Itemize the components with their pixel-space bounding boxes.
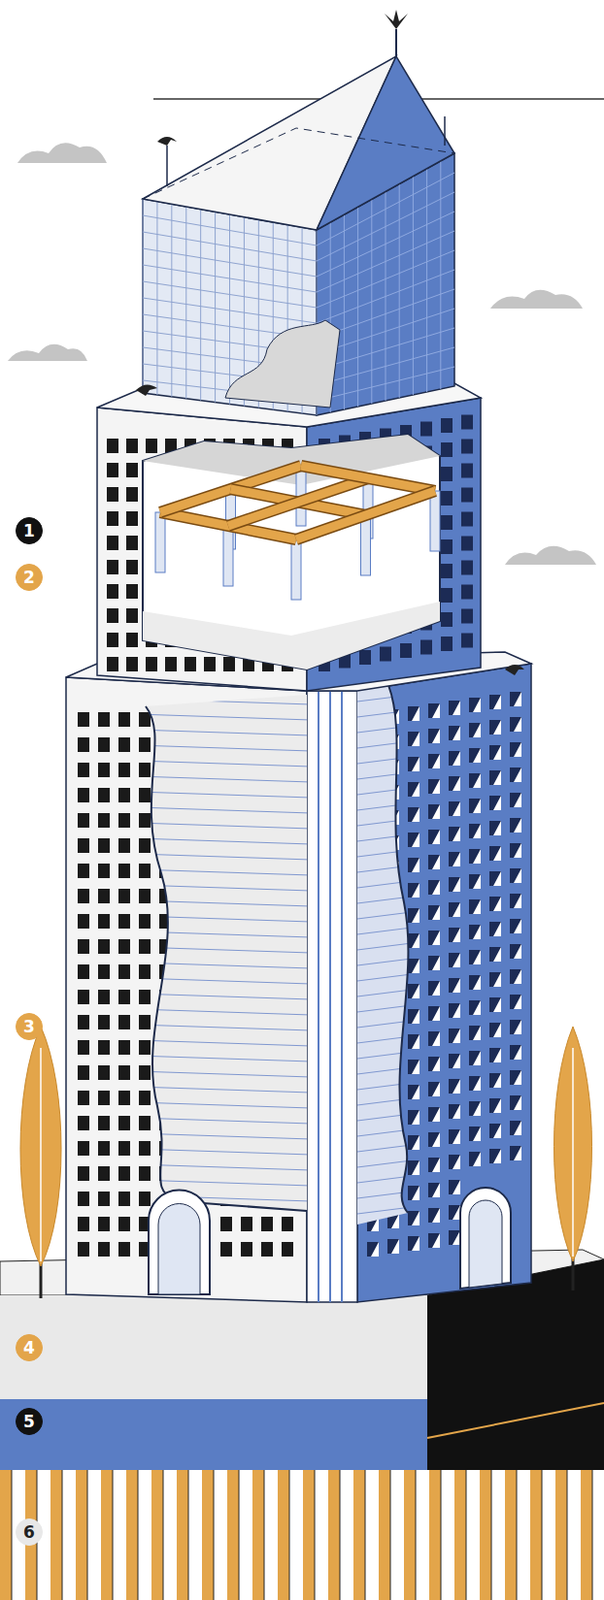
recess-lines: [318, 691, 342, 1304]
cutaway-floors: [349, 679, 428, 1234]
mast: [166, 145, 168, 187]
steel-frame: [155, 466, 440, 601]
entrance-arch: [460, 1188, 511, 1290]
hidden-edge: [142, 128, 455, 200]
birds: [135, 9, 525, 676]
callout-number: 2: [15, 564, 43, 592]
pyramid-roof: [316, 56, 455, 231]
base-band: [0, 1400, 428, 1472]
corner-recess: [306, 691, 358, 1304]
cutaway-floors: [135, 679, 311, 1224]
callout-number: 6: [15, 1519, 43, 1547]
foundation-piles: [0, 1471, 604, 1600]
cutaway-interior: [142, 435, 440, 671]
tree: [554, 1027, 593, 1292]
windows: [106, 415, 473, 673]
callout-text: 4: [23, 1339, 35, 1359]
spire: [395, 29, 398, 57]
callout-text: 2: [23, 568, 35, 588]
callout-number: 1: [15, 517, 43, 545]
entrance-arch: [148, 1191, 210, 1296]
callout-text: 3: [23, 1017, 35, 1038]
callout-number: 4: [15, 1335, 43, 1363]
callout-number: 3: [15, 1013, 43, 1041]
crown-cutaway: [225, 320, 340, 408]
mast: [443, 116, 446, 146]
entrance-door: [158, 1205, 201, 1297]
callout-text: 5: [23, 1412, 35, 1433]
floor-slab: [142, 602, 440, 671]
cutaway-edge: [388, 685, 408, 1214]
entrance-door: [469, 1201, 503, 1289]
callout-text: 1: [23, 521, 35, 541]
callout-number: 5: [15, 1409, 43, 1437]
tree: [20, 1027, 62, 1300]
callout-text: 6: [23, 1523, 35, 1544]
cutaway-edge: [145, 706, 307, 1212]
base-slab: [0, 1296, 428, 1401]
base-line: [427, 1404, 604, 1440]
